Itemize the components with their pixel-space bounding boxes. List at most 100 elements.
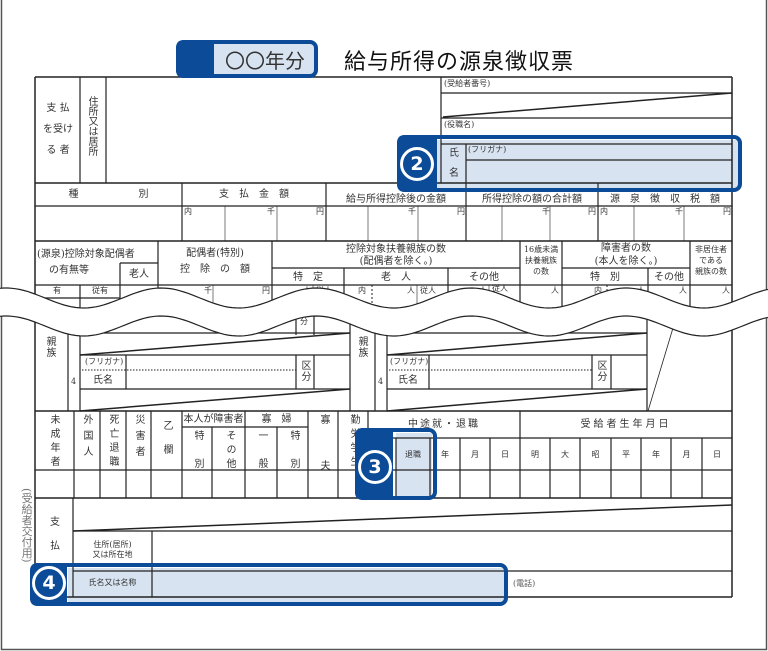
disabled-other: その他 bbox=[654, 272, 684, 283]
payment-header: 支 払 金 額 bbox=[219, 189, 289, 200]
payer-name-field[interactable] bbox=[152, 571, 504, 597]
nonresident-label-1: 非居住者 bbox=[695, 245, 727, 254]
unit-label: 人 bbox=[551, 286, 559, 295]
recipient-number-label: (受給者番号) bbox=[444, 79, 491, 88]
student-header: 勤労学生 bbox=[348, 414, 359, 470]
unit-label: 従人 bbox=[420, 286, 436, 295]
page-title: 給与所得の源泉徴収票 bbox=[344, 50, 575, 75]
unit-label: 有 bbox=[53, 286, 61, 295]
unit-label: 円 bbox=[723, 207, 731, 216]
wave-edge-top bbox=[0, 287, 768, 309]
midyear-year: 年 bbox=[441, 450, 449, 459]
position-label: (役職名) bbox=[444, 120, 475, 129]
form-line bbox=[647, 317, 677, 412]
family-fragment: 分 bbox=[300, 317, 308, 326]
callout-1-tab bbox=[176, 40, 214, 78]
widower-header: 寡夫 bbox=[318, 414, 329, 506]
self-disabled-special: 特別 bbox=[192, 430, 203, 486]
widow-special: 特別 bbox=[288, 430, 299, 486]
wave-edge-bottom bbox=[0, 315, 768, 337]
midyear-day: 日 bbox=[501, 450, 509, 459]
after-deduction-header: 給与所得控除後の金額 bbox=[346, 194, 446, 205]
form-line bbox=[442, 92, 733, 118]
widow-header: 寡 婦 bbox=[261, 414, 292, 425]
highlight-area bbox=[214, 44, 314, 74]
spouse-special-label-2: 控 除 の 額 bbox=[180, 264, 250, 275]
dependents-elderly: 老 人 bbox=[381, 272, 411, 283]
copy-label: (受給者交付用) bbox=[20, 488, 34, 563]
recipient-name-field[interactable] bbox=[437, 140, 737, 188]
foreigner-header: 外国人 bbox=[81, 414, 92, 462]
year-field[interactable]: 〇〇年分 bbox=[225, 49, 305, 73]
widow-general: 一般 bbox=[256, 430, 267, 486]
unit-label: 千 bbox=[204, 286, 212, 295]
callout-3-badge: 3 bbox=[358, 450, 392, 484]
family-row-no-right: 4 bbox=[378, 377, 384, 386]
highlight-area bbox=[396, 433, 432, 496]
form-line bbox=[386, 332, 648, 356]
unit-label: 円 bbox=[588, 207, 596, 216]
family-name-left: 氏名 bbox=[93, 375, 113, 386]
disabled-label-2: (本人を除く。) bbox=[594, 256, 658, 267]
spouse-label-1: (源泉)控除対象配偶者 bbox=[37, 249, 135, 260]
unit-label: 円 bbox=[262, 286, 270, 295]
minor-header: 未成年者 bbox=[48, 414, 59, 470]
unit-label: 千 bbox=[542, 207, 550, 216]
furigana-label: (フリガナ) bbox=[468, 145, 507, 154]
dependents-label-1: 控除対象扶養親族の数 bbox=[346, 244, 446, 255]
birth-month: 月 bbox=[682, 450, 691, 459]
family-furigana-left: (フリガナ) bbox=[85, 357, 124, 366]
form-line bbox=[79, 388, 351, 412]
unit-label: 円 bbox=[316, 207, 324, 216]
form-line bbox=[72, 504, 733, 532]
birthdate-header: 受給者生年月日 bbox=[580, 419, 672, 430]
family-label-left: 親族 bbox=[44, 336, 55, 358]
midyear-month: 月 bbox=[471, 450, 479, 459]
payer-address-label-1: 住所(居所) bbox=[93, 540, 132, 549]
wave-band bbox=[0, 288, 768, 336]
spouse-special-label-1: 配偶者(特別) bbox=[186, 248, 244, 259]
total-deduction-header: 所得控除の額の合計額 bbox=[482, 194, 582, 205]
under16-label-3: の数 bbox=[533, 267, 549, 276]
family-row-no-left: 4 bbox=[71, 377, 77, 386]
self-disabled-other: その他 bbox=[224, 430, 235, 472]
unit-label: 人 bbox=[722, 286, 730, 295]
family-label-right: 親族 bbox=[356, 336, 367, 358]
disabled-label-1: 障害者の数 bbox=[601, 243, 651, 254]
unit-label: 内 bbox=[600, 207, 608, 216]
nonresident-label-3: 親族の数 bbox=[695, 267, 727, 276]
type-header: 種 別 bbox=[68, 189, 149, 200]
unit-label: 人 bbox=[407, 286, 415, 295]
under16-label-1: 16歳未満 bbox=[523, 245, 559, 254]
callout-4-badge: 4 bbox=[32, 566, 66, 600]
spouse-label-2: の有無等 bbox=[49, 265, 89, 276]
unit-label: 千 bbox=[408, 207, 416, 216]
dependents-specific: 特 定 bbox=[293, 272, 323, 283]
dependents-label-2: (配偶者を除く。) bbox=[359, 256, 433, 267]
death-retire-header: 死亡退職 bbox=[107, 414, 118, 470]
unit-label: 千 bbox=[675, 207, 683, 216]
name-label-2: 名 bbox=[449, 168, 459, 179]
era-taisho: 大 bbox=[561, 450, 569, 459]
unit-label: 従人 bbox=[492, 284, 508, 293]
payer-label-1: 支 bbox=[50, 517, 60, 528]
disabled-special: 特 別 bbox=[590, 272, 620, 283]
era-heisei: 平 bbox=[622, 450, 630, 459]
payer-name-label: 氏名又は名称 bbox=[88, 578, 137, 587]
under16-label-2: 扶養親族 bbox=[525, 256, 557, 265]
unit-label: 内 bbox=[358, 286, 366, 295]
birth-day: 日 bbox=[713, 450, 721, 459]
unit-label: 内 bbox=[184, 207, 192, 216]
era-meiji: 明 bbox=[531, 450, 539, 459]
address-label: 住所又は居所 bbox=[86, 96, 97, 156]
payer-address-label-2: 又は所在地 bbox=[92, 550, 133, 559]
callout-2-badge: 2 bbox=[400, 147, 434, 181]
midyear-header: 中途就・退職 bbox=[408, 419, 480, 430]
phone-label: (電話) bbox=[513, 579, 536, 588]
otsu-header: 乙欄 bbox=[161, 420, 172, 468]
retirement-field[interactable] bbox=[396, 438, 430, 498]
